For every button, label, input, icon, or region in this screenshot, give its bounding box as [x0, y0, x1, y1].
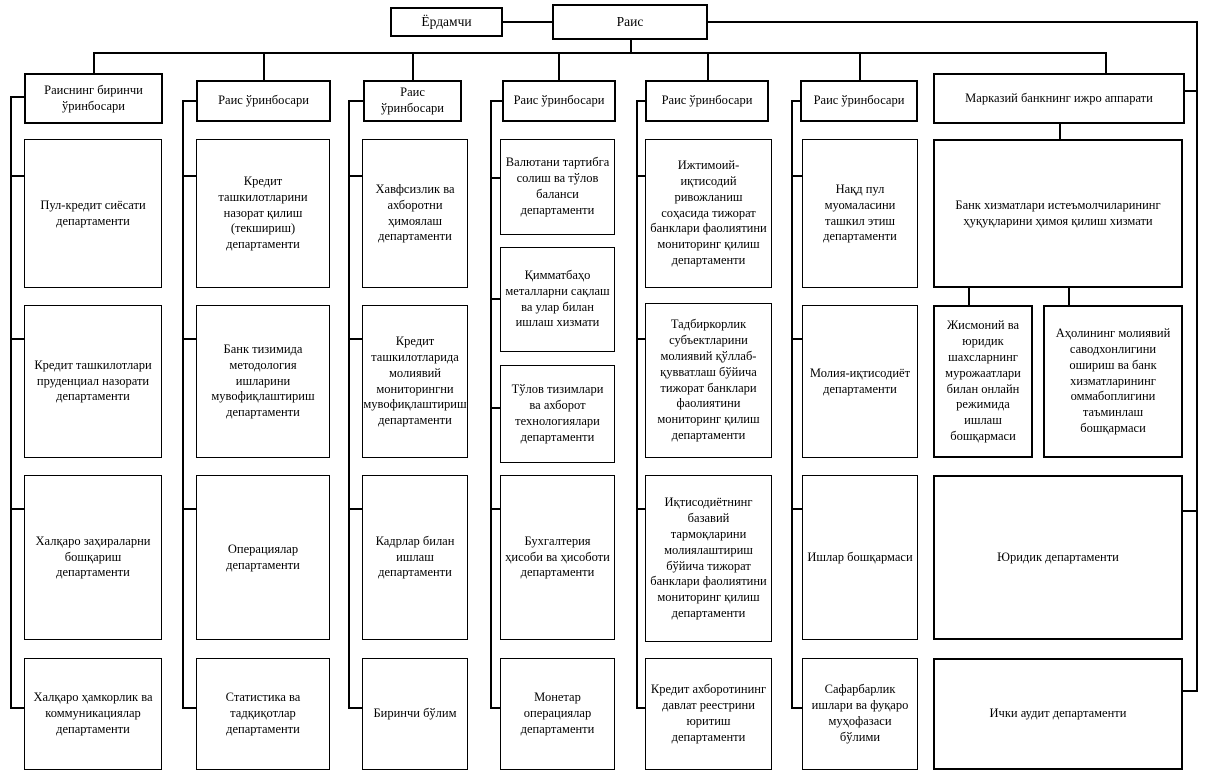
dept-box-c1-r3: Халқаро заҳираларни бошқариш департамент…: [24, 475, 162, 640]
header-first-deputy: Раиснинг биринчи ўринбосари: [24, 73, 163, 124]
connector-line: [791, 338, 802, 340]
dept-box-c2-r2: Банк тизимида методология ишларини мувоф…: [196, 305, 330, 458]
dept-box-c4-r3: Тўлов тизимлари ва ахборот технологиялар…: [500, 365, 615, 463]
dept-box-c1-r1: Пул-кредит сиёсати департаменти: [24, 139, 162, 288]
dept-box-c4-r1: Валютани тартибга солиш ва тўлов баланси…: [500, 139, 615, 235]
connector-line: [791, 100, 800, 102]
connector-line: [490, 100, 502, 102]
dept-box-c3-r2: Кредит ташкилотларида молиявий мониторин…: [362, 305, 468, 458]
connector-line: [791, 707, 802, 709]
connector-line: [182, 175, 196, 177]
connector-line: [1196, 21, 1198, 692]
connector-line: [503, 21, 552, 23]
connector-line: [636, 707, 645, 709]
connector-line: [636, 100, 638, 709]
connector-line: [10, 508, 24, 510]
node-assistant: Ёрдамчи: [390, 7, 503, 37]
dept-box-c7-r4: Ички аудит департаменти: [933, 658, 1183, 770]
connector-line: [490, 407, 500, 409]
connector-line: [10, 96, 12, 709]
dept-box-c7-r3: Юридик департаменти: [933, 475, 1183, 640]
connector-line: [791, 100, 793, 709]
connector-line: [490, 707, 500, 709]
header-deputy-col4: Раис ўринбосари: [502, 80, 616, 122]
connector-line: [263, 52, 265, 80]
dept-box-c6-r4: Сафарбарлик ишлари ва фуқаро муҳофазаси …: [802, 658, 918, 770]
connector-line: [348, 338, 362, 340]
connector-line: [490, 298, 500, 300]
connector-line: [182, 100, 196, 102]
dept-box-c1-r4: Халқаро ҳамкорлик ва коммуникациялар деп…: [24, 658, 162, 770]
connector-line: [636, 100, 645, 102]
connector-line: [182, 338, 196, 340]
dept-box-c3-r3: Кадрлар билан ишлаш департаменти: [362, 475, 468, 640]
connector-line: [558, 52, 560, 80]
connector-line: [1059, 124, 1061, 139]
dept-box-c4-r2: Қимматбаҳо металларни сақлаш ва улар бил…: [500, 247, 615, 352]
connector-line: [1068, 288, 1070, 305]
dept-box-c5-r1: Ижтимоий-иқтисодий ривожланиш соҳасида т…: [645, 139, 772, 288]
dept-box-c5-r3: Иқтисодиётнинг базавий тармоқларини моли…: [645, 475, 772, 642]
dept-box-c2-r1: Кредит ташкилотларини назорат қилиш (тек…: [196, 139, 330, 288]
connector-line: [93, 52, 95, 73]
dept-box-c5-r4: Кредит ахборотининг давлат реестрини юри…: [645, 658, 772, 770]
header-deputy-col2: Раис ўринбосари: [196, 80, 331, 122]
connector-line: [636, 338, 645, 340]
connector-line: [348, 175, 362, 177]
connector-line: [791, 508, 802, 510]
connector-line: [10, 96, 24, 98]
connector-line: [490, 100, 492, 709]
header-deputy-col3: Раис ўринбосари: [363, 80, 462, 122]
header-deputy-col5: Раис ўринбосари: [645, 80, 769, 122]
connector-line: [630, 40, 632, 52]
connector-line: [859, 52, 861, 80]
dept-box-c2-r3: Операциялар департаменти: [196, 475, 330, 640]
dept-box-c4-r4: Бухгалтерия ҳисоби ва ҳисоботи департаме…: [500, 475, 615, 640]
connector-line: [182, 508, 196, 510]
dept-box-c4-r5: Монетар операциялар департаменти: [500, 658, 615, 770]
dept-box-c6-r2: Молия-иқтисодиёт департаменти: [802, 305, 918, 458]
connector-line: [182, 707, 196, 709]
connector-line: [10, 338, 24, 340]
dept-box-c3-r1: Хавфсизлик ва ахборотни ҳимоялаш департа…: [362, 139, 468, 288]
header-executive-office: Марказий банкнинг ижро аппарати: [933, 73, 1185, 124]
connector-line: [1183, 690, 1198, 692]
connector-line: [348, 100, 350, 709]
connector-line: [707, 52, 709, 80]
header-deputy-col6: Раис ўринбосари: [800, 80, 918, 122]
connector-line: [348, 100, 363, 102]
dept-box-c1-r2: Кредит ташкилотлари пруденциал назорати …: [24, 305, 162, 458]
dept-box-c3-r4: Биринчи бўлим: [362, 658, 468, 770]
dept-box-c2-r4: Статистика ва тадқиқотлар департаменти: [196, 658, 330, 770]
connector-line: [412, 52, 414, 80]
connector-line: [93, 52, 1107, 54]
connector-line: [10, 175, 24, 177]
dept-box-c7-r2b: Аҳолининг молиявий саводхонлигини ошириш…: [1043, 305, 1183, 458]
connector-line: [636, 175, 645, 177]
connector-line: [968, 288, 970, 305]
connector-line: [708, 21, 1198, 23]
dept-box-c6-r1: Нақд пул муомаласини ташкил этиш департа…: [802, 139, 918, 288]
connector-line: [182, 100, 184, 709]
connector-line: [490, 508, 500, 510]
dept-box-c7-r1: Банк хизматлари истеъмолчиларининг ҳуқуқ…: [933, 139, 1183, 288]
dept-box-c7-r2a: Жисмоний ва юридик шахсларнинг мурожаатл…: [933, 305, 1033, 458]
dept-box-c6-r3: Ишлар бошқармаси: [802, 475, 918, 640]
connector-line: [10, 707, 24, 709]
connector-line: [1105, 52, 1107, 73]
connector-line: [490, 177, 500, 179]
connector-line: [348, 508, 362, 510]
dept-box-c5-r2: Тадбиркорлик субъектларини молиявий қўлл…: [645, 303, 772, 458]
connector-line: [636, 508, 645, 510]
connector-line: [1185, 90, 1198, 92]
node-chairman: Раис: [552, 4, 708, 40]
connector-line: [1183, 510, 1198, 512]
connector-line: [348, 707, 362, 709]
connector-line: [791, 175, 802, 177]
